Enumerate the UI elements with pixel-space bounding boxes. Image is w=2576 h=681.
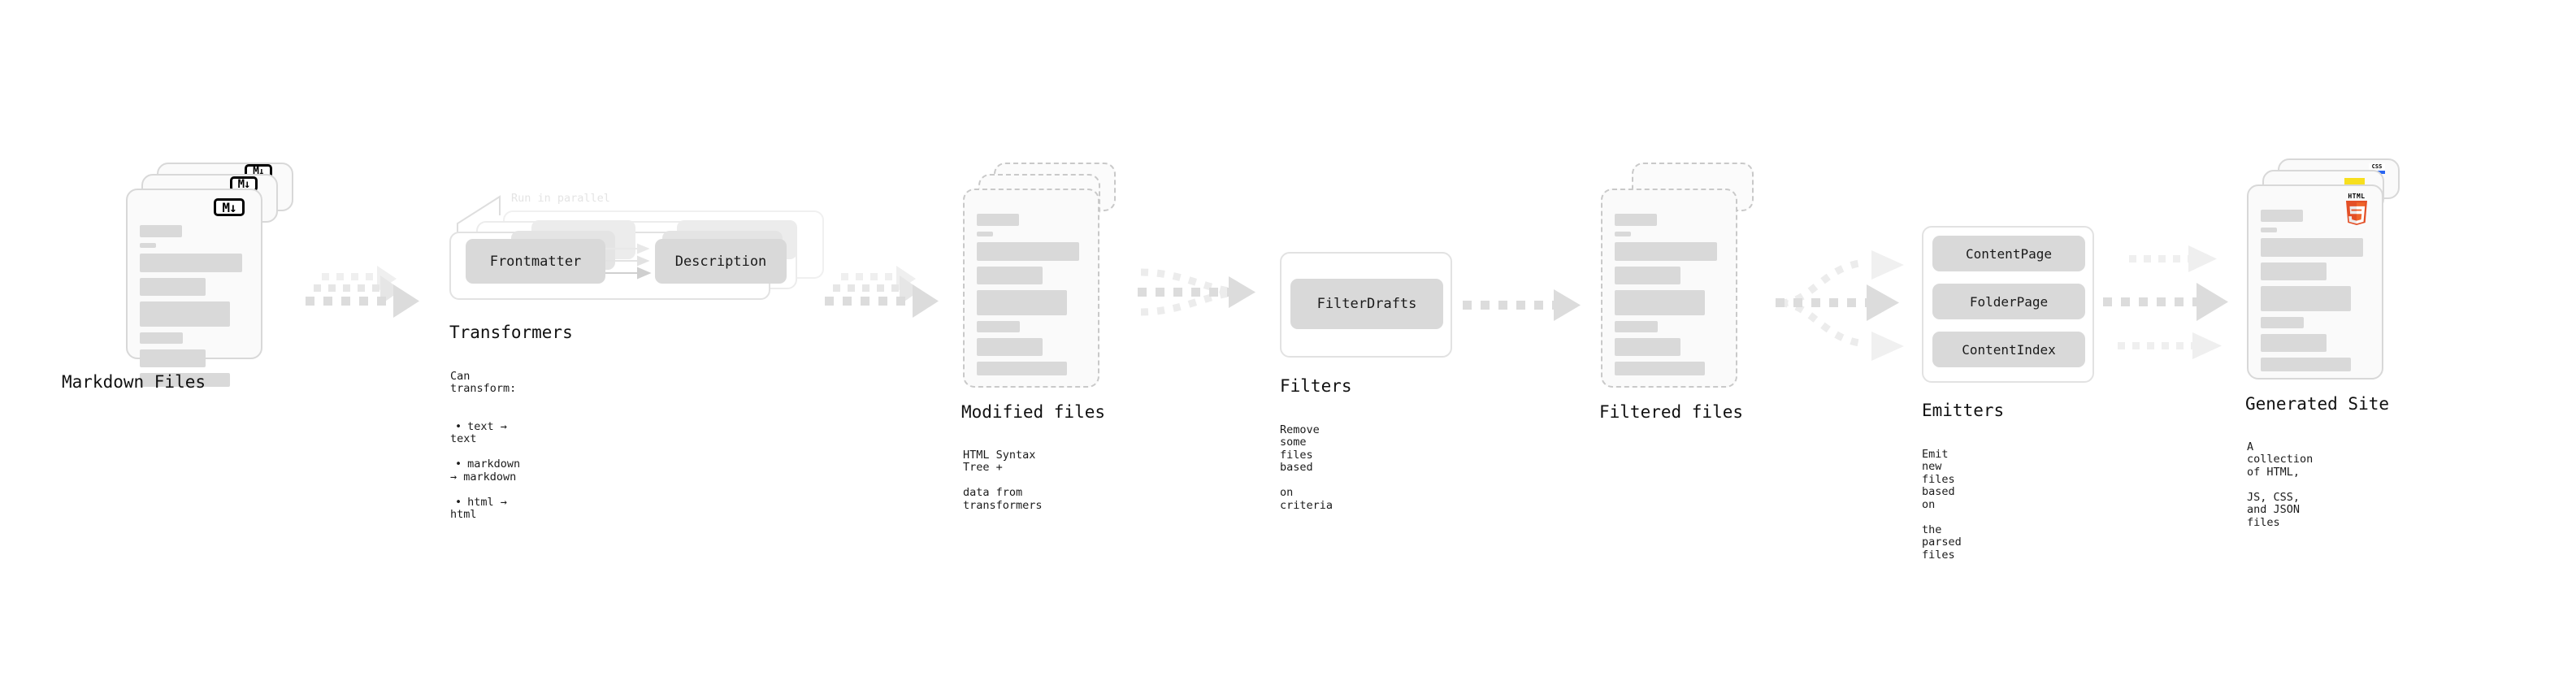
transformer-internal-arrows: [602, 243, 652, 280]
placeholder-bar: [140, 225, 182, 237]
markdown-badge-letter-b2: M: [253, 165, 259, 178]
filtered-files-title: Filtered files: [1599, 402, 1744, 422]
placeholder-bar: [140, 243, 156, 248]
placeholder-bar: [977, 214, 1019, 226]
generated-site-subtitle: A collection of HTML, JS, CSS, and JSON …: [2247, 428, 2313, 542]
emitter-chip-contentpage[interactable]: ContentPage: [1932, 236, 2085, 271]
html5-icon-label: HTML: [2348, 193, 2366, 200]
filters-title: Filters: [1280, 376, 1352, 396]
filters-subtitle-line: Remove some files based: [1280, 423, 1320, 474]
placeholder-bar: [1615, 232, 1631, 236]
connector-emitters-to-site: [2103, 245, 2228, 359]
placeholder-bar: [2261, 262, 2327, 280]
placeholder-bar: [1615, 290, 1705, 315]
transformers-bullet-list: text → text markdown → markdown html → h…: [450, 408, 520, 534]
emitters-subtitle-line: Emit new files based on: [1922, 447, 1955, 511]
transformers-bullet: text → text: [450, 420, 520, 446]
html5-icon: HTML: [2343, 193, 2370, 227]
markdown-badge-letter-b1: M: [237, 177, 245, 191]
filters-subtitle-line: on criteria: [1280, 486, 1334, 512]
placeholder-bar: [1615, 321, 1658, 332]
emitters-title: Emitters: [1922, 401, 2005, 420]
transformer-chip-description[interactable]: Description: [655, 239, 787, 284]
emitters-subtitle-line: the parsed files: [1922, 523, 1962, 562]
placeholder-bar: [2261, 317, 2304, 328]
transformer-chip-frontmatter[interactable]: Frontmatter: [466, 239, 605, 284]
modified-files-subtitle-line: HTML Syntax Tree +: [963, 448, 1036, 474]
transformers-subtitle-heading: Can transform:: [450, 369, 517, 395]
markdown-icon-front: M↓: [214, 198, 245, 216]
html5-shield-icon: [2346, 201, 2367, 225]
connector-markdown-to-transformers: [306, 266, 419, 318]
placeholder-bar: [1615, 214, 1657, 226]
markdown-badge-arrow-b2: ↓: [258, 165, 265, 178]
modified-files-title: Modified files: [961, 402, 1106, 422]
placeholder-bar: [977, 232, 993, 236]
placeholder-bar: [977, 362, 1067, 375]
placeholder-bar: [977, 267, 1043, 284]
placeholder-bar: [140, 254, 242, 272]
markdown-badge-arrow: ↓: [229, 199, 237, 215]
emitter-chip-contentindex[interactable]: ContentIndex: [1932, 332, 2085, 367]
placeholder-bar: [140, 332, 183, 344]
placeholder-bar: [1615, 338, 1680, 356]
generated-placeholder-lines: [2261, 210, 2371, 377]
placeholder-bar: [1615, 267, 1680, 284]
markdown-placeholder-lines: [140, 225, 250, 393]
placeholder-bar: [977, 242, 1079, 261]
placeholder-bar: [977, 321, 1020, 332]
placeholder-bar: [140, 349, 206, 367]
placeholder-bar: [140, 301, 230, 327]
connector-transformers-to-modified: [825, 266, 939, 318]
placeholder-bar: [2261, 358, 2351, 371]
modified-files-subtitle-line: data from transformers: [963, 486, 1043, 512]
markdown-badge-arrow-b1: ↓: [244, 177, 251, 191]
filters-subtitle: Remove some files based on criteria: [1280, 411, 1333, 525]
modified-files-subtitle: HTML Syntax Tree + data from transformer…: [963, 436, 1043, 525]
generated-site-title: Generated Site: [2245, 394, 2390, 414]
generated-site-subtitle-line: A collection of HTML,: [2247, 440, 2314, 479]
placeholder-bar: [2261, 210, 2303, 222]
placeholder-bar: [2261, 286, 2351, 311]
placeholder-bar: [977, 290, 1067, 315]
placeholder-bar: [977, 338, 1043, 356]
placeholder-bar: [140, 278, 206, 296]
modified-placeholder-lines: [977, 214, 1087, 381]
markdown-card-front: [126, 189, 262, 359]
transformers-subtitle: Can transform: text → text markdown → ma…: [450, 358, 520, 547]
generated-site-subtitle-line: JS, CSS, and JSON files: [2247, 490, 2301, 529]
markdown-files-title: Markdown Files: [62, 372, 206, 392]
connector-filtered-to-emitters: [1776, 250, 1904, 361]
emitters-subtitle: Emit new files based on the parsed files: [1922, 436, 1962, 575]
markdown-badge-letter: M: [222, 199, 230, 215]
placeholder-bar: [1615, 362, 1705, 375]
placeholder-bar: [2261, 334, 2327, 352]
transformers-bullet: html → html: [450, 496, 520, 522]
placeholder-bar: [2261, 238, 2363, 257]
placeholder-bar: [140, 373, 230, 387]
emitter-chip-folderpage[interactable]: FolderPage: [1932, 284, 2085, 319]
placeholder-bar: [1615, 242, 1717, 261]
transformers-title: Transformers: [449, 323, 573, 342]
run-in-parallel-label: Run in parallel: [511, 192, 610, 205]
connector-filters-to-filtered: [1463, 289, 1581, 321]
filter-chip-filterdrafts[interactable]: FilterDrafts: [1290, 279, 1443, 329]
transformers-bullet: markdown → markdown: [450, 458, 520, 484]
filtered-placeholder-lines: [1615, 214, 1725, 381]
placeholder-bar: [2261, 228, 2277, 232]
connector-modified-to-filters: [1138, 268, 1255, 316]
